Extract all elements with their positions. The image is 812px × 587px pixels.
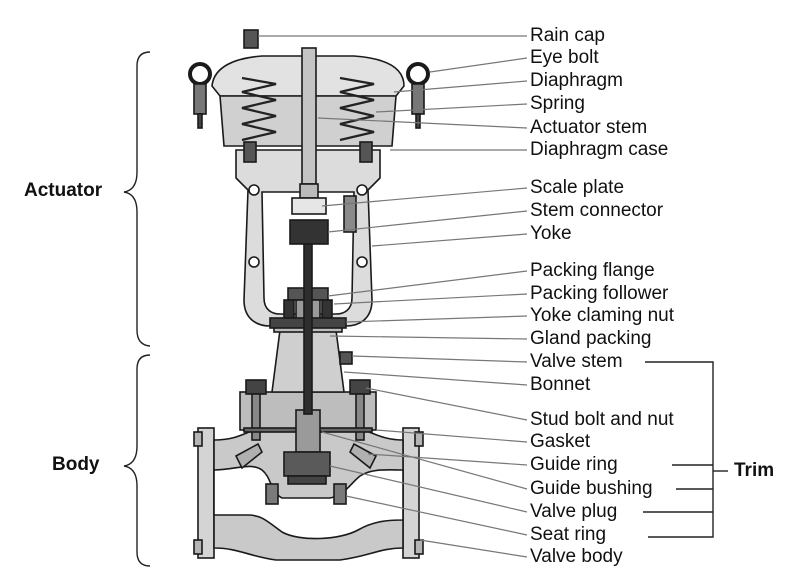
label-gasket: Gasket [530, 431, 591, 452]
label-guide-bushing: Guide bushing [530, 478, 653, 499]
actuator-brace [123, 51, 151, 347]
label-valve-plug: Valve plug [530, 501, 618, 522]
trim-bracket [645, 361, 714, 538]
leader-lines [258, 35, 528, 558]
label-stud-bolt-and-nut: Stud bolt and nut [530, 409, 674, 430]
group-label-body: Body [52, 454, 100, 475]
group-label-actuator: Actuator [24, 180, 103, 201]
label-valve-stem: Valve stem [530, 351, 623, 372]
group-label-trim: Trim [734, 460, 775, 481]
label-diaphragm: Diaphragm [530, 70, 623, 91]
label-packing-flange: Packing flange [530, 260, 655, 281]
label-stem-connector: Stem connector [530, 200, 664, 221]
label-diaphragm-case: Diaphragm case [530, 139, 669, 160]
stem-connector-shape [289, 183, 329, 415]
label-seat-ring: Seat ring [530, 524, 607, 545]
label-packing-follower: Packing follower [530, 283, 669, 304]
label-valve-body: Valve body [530, 546, 623, 567]
label-bonnet: Bonnet [530, 374, 591, 395]
label-guide-ring: Guide ring [530, 454, 618, 475]
label-scale-plate: Scale plate [530, 177, 625, 198]
actuator-shape [188, 29, 430, 185]
label-gland-packing: Gland packing [530, 328, 652, 349]
body-brace [123, 354, 151, 567]
label-rain-cap: Rain cap [530, 25, 605, 46]
valve-body-shape [193, 427, 424, 561]
label-actuator-stem: Actuator stem [530, 117, 648, 138]
label-yoke: Yoke [530, 223, 572, 244]
label-spring: Spring [530, 93, 585, 114]
label-yoke-claming-nut: Yoke claming nut [530, 305, 675, 326]
label-eye-bolt: Eye bolt [530, 47, 599, 68]
